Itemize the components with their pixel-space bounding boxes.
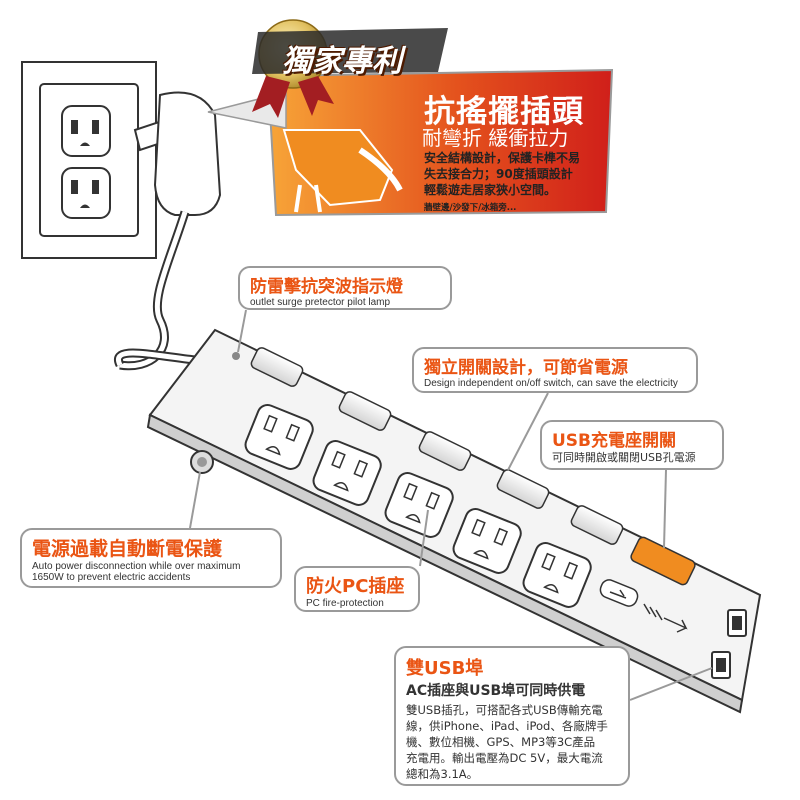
ac-socket-2 [312, 440, 382, 506]
banner-body-line: 安全結構設計，保護卡榫不易 [424, 151, 581, 165]
ac-socket-1 [244, 404, 314, 470]
callout-independent-switch: 獨立開關設計，可節省電源 Design independent on/off s… [412, 347, 698, 393]
callout-subtitle-line: 1650W to prevent electric accidents [32, 572, 191, 583]
ac-sockets [244, 404, 592, 608]
callout-body-line: 充電用。輸出電壓為DC 5V，最大電流 [406, 751, 603, 765]
callout-fire-protection: 防火PC插座 PC fire-protection [294, 566, 420, 612]
callout-subtitle: Design independent on/off switch, can sa… [424, 378, 678, 389]
callout-subtitle: 可同時開啟或關閉USB孔電源 [552, 451, 696, 464]
angled-plug [114, 91, 222, 371]
callout-subtitle-line: Auto power disconnection while over maxi… [32, 561, 241, 572]
banner-title: 抗搖擺插頭 [424, 94, 584, 130]
banner-body-line: 輕鬆遊走居家狹小空間。 [424, 183, 557, 197]
outlet-switches [250, 346, 696, 587]
callout-title: 電源過載自動斷電保護 [32, 538, 223, 560]
callout-subtitle: PC fire-protection [306, 598, 384, 609]
banner-body-line: 失去接合力；90度插頭設計 [424, 167, 573, 181]
callout-usb-switch: USB充電座開關 可同時開啟或關閉USB孔電源 [540, 420, 724, 470]
callout-title: 獨立開關設計，可節省電源 [424, 358, 628, 378]
switch-4[interactable] [496, 468, 551, 510]
usb-symbol-icon [599, 579, 639, 607]
callout-title: 雙USB埠 [406, 658, 484, 679]
wall-outlet-plate [21, 61, 157, 259]
callout-overload-protection: 電源過載自動斷電保護 Auto power disconnection whil… [20, 528, 282, 588]
banner-body: 安全結構設計，保護卡榫不易 失去接合力；90度插頭設計 輕鬆遊走居家狹小空間。 [424, 150, 580, 198]
callout-surge-lamp: 防雷擊抗突波指示燈 outlet surge pretector pilot l… [238, 266, 452, 310]
banner-note: 牆壁邊/沙發下/冰箱旁... [424, 203, 517, 213]
switch-5[interactable] [570, 504, 625, 546]
callout-subtitle: outlet surge pretector pilot lamp [250, 297, 391, 308]
switch-2[interactable] [338, 390, 393, 432]
surge-indicator-lamp [232, 352, 240, 360]
patent-badge [252, 19, 448, 118]
switch-3[interactable] [418, 430, 473, 472]
callout-body-line: 雙USB插孔，可搭配各式USB傳輸充電 [406, 703, 603, 717]
ac-socket-4 [452, 508, 522, 574]
callout-body-line: 機、數位相機、GPS、MP3等3C產品 [406, 735, 596, 749]
patent-badge-text: 獨家專利 [282, 44, 402, 79]
callout-subtitle: AC插座與USB埠可同時供電 [406, 683, 586, 699]
banner-subtitle: 耐彎折 緩衝拉力 [422, 126, 569, 150]
usb-area [599, 579, 747, 679]
callout-title: 防火PC插座 [306, 576, 405, 597]
usb-power-switch[interactable] [629, 536, 696, 587]
leader-lines [189, 309, 713, 701]
callout-title: 防雷擊抗突波指示燈 [250, 277, 403, 297]
ac-socket-3 [384, 472, 454, 538]
ac-socket-5 [522, 542, 592, 608]
callout-body-line: 總和為3.1A。 [406, 767, 479, 781]
callout-title: USB充電座開關 [552, 431, 677, 451]
arrow-icon [643, 603, 663, 621]
callout-dual-usb: 雙USB埠 AC插座與USB埠可同時供電 雙USB插孔，可搭配各式USB傳輸充電… [394, 646, 630, 786]
callout-body-line: 線，供iPhone、iPad、iPod、各廠牌手 [406, 719, 608, 733]
switch-1[interactable] [250, 346, 305, 388]
